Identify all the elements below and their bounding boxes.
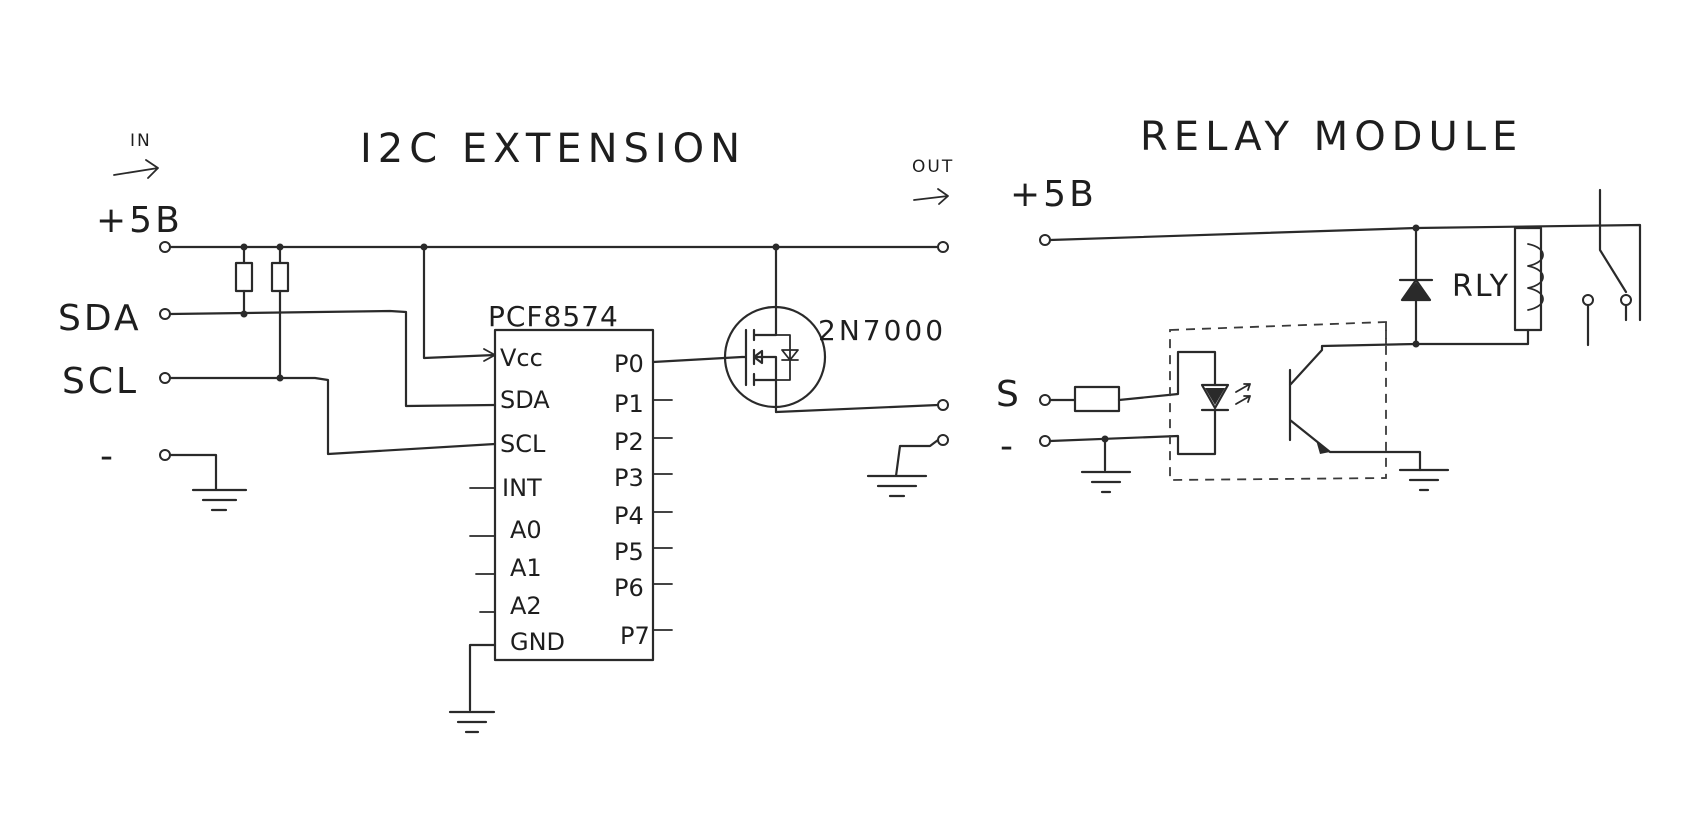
relay-contact-no	[1620, 294, 1632, 306]
terminal-plus5-in	[159, 241, 171, 253]
ground-symbol-relay	[1080, 437, 1132, 494]
label-plus5-in: +5B	[96, 200, 183, 241]
ic-pin-p2: P2	[614, 428, 644, 456]
relay-contacts	[1586, 188, 1628, 347]
ic-pin-stubs-right	[652, 399, 673, 631]
flyback-diode	[1398, 226, 1434, 346]
wire-p0-gate	[651, 355, 744, 364]
pullup-resistor-sda	[234, 261, 254, 293]
ic-pin-vcc: Vcc	[500, 344, 543, 372]
terminal-ground-relay	[1039, 435, 1051, 447]
label-plus5-relay: +5B	[1010, 174, 1097, 215]
label-in: IN	[130, 131, 152, 151]
ic-pin-p6: P6	[614, 574, 644, 602]
junction	[276, 243, 284, 251]
terminal-plus5-relay	[1039, 234, 1051, 246]
wire-signal-resistor	[1048, 350, 1217, 402]
terminal-signal-out	[937, 399, 949, 411]
terminal-sda-in	[159, 308, 171, 320]
terminal-scl-in	[159, 372, 171, 384]
ic-pin-sda: SDA	[500, 386, 550, 414]
wire-ground-relay	[1048, 408, 1217, 456]
relay-coil-winding	[1527, 243, 1544, 311]
out-arrow	[913, 188, 949, 205]
terminal-ground-out	[937, 434, 949, 446]
pullup-resistor-scl	[270, 261, 290, 293]
title-i2c-extension: I2C EXTENSION	[360, 126, 746, 172]
mosfet-name-label: 2N7000	[818, 314, 946, 347]
ic-pin-int: INT	[502, 474, 542, 502]
label-signal-s: S	[996, 374, 1022, 415]
opto-phototransistor	[1288, 342, 1422, 472]
ground-symbol-out	[866, 438, 940, 498]
ic-pin-stubs-left	[469, 487, 496, 613]
ic-pin-a0: A0	[510, 516, 542, 544]
mosfet-body-diode	[775, 334, 799, 381]
ic-pin-p4: P4	[614, 502, 644, 530]
ic-pin-p5: P5	[614, 538, 644, 566]
ic-pin-gnd: GND	[510, 628, 565, 656]
optocoupler-outline	[1169, 321, 1387, 481]
ic-ground-wire	[448, 643, 497, 734]
opto-led-fill	[1205, 388, 1225, 405]
ic-pin-p3: P3	[614, 464, 644, 492]
label-scl-in: SCL	[62, 361, 139, 402]
ic-pin-scl: SCL	[500, 430, 546, 458]
ic-pin-p7: P7	[620, 622, 650, 650]
wire-drain-out	[774, 403, 940, 414]
relay-coil-wires	[1414, 226, 1530, 346]
ic-pin-a2: A2	[510, 592, 542, 620]
ic-pin-p0: P0	[614, 350, 644, 378]
terminal-plus5-out	[937, 241, 949, 253]
diode-fill	[1403, 282, 1429, 299]
phototransistor-arrow	[1316, 440, 1330, 454]
ic-pin-a1: A1	[510, 554, 542, 582]
opto-light-arrows	[1235, 383, 1251, 405]
terminal-minus-in	[159, 449, 171, 461]
relay-name-label: RLY	[1452, 269, 1510, 304]
signal-resistor	[1073, 385, 1121, 413]
ic-name-label: PCF8574	[488, 300, 619, 333]
label-out: OUT	[912, 157, 954, 177]
wire-vcc	[422, 245, 497, 360]
in-arrow	[113, 159, 159, 179]
wire-sda	[168, 309, 497, 408]
rail-plus5-relay	[1048, 223, 1642, 322]
terminal-signal-relay	[1039, 394, 1051, 406]
ic-pin-p1: P1	[614, 390, 644, 418]
relay-contact-nc	[1582, 294, 1594, 306]
label-minus-in: -	[100, 436, 116, 477]
pullup-wires	[242, 245, 282, 380]
label-sda-in: SDA	[58, 298, 142, 339]
ic-pcf8574-body	[493, 328, 655, 662]
mosfet-internals	[740, 245, 778, 414]
ground-symbol-in	[168, 453, 248, 512]
title-relay-module: RELAY MODULE	[1140, 114, 1523, 160]
label-minus-relay: -	[1000, 426, 1016, 467]
ground-symbol-transistor	[1398, 468, 1450, 492]
wire-scl	[168, 376, 497, 456]
junction	[240, 243, 248, 251]
